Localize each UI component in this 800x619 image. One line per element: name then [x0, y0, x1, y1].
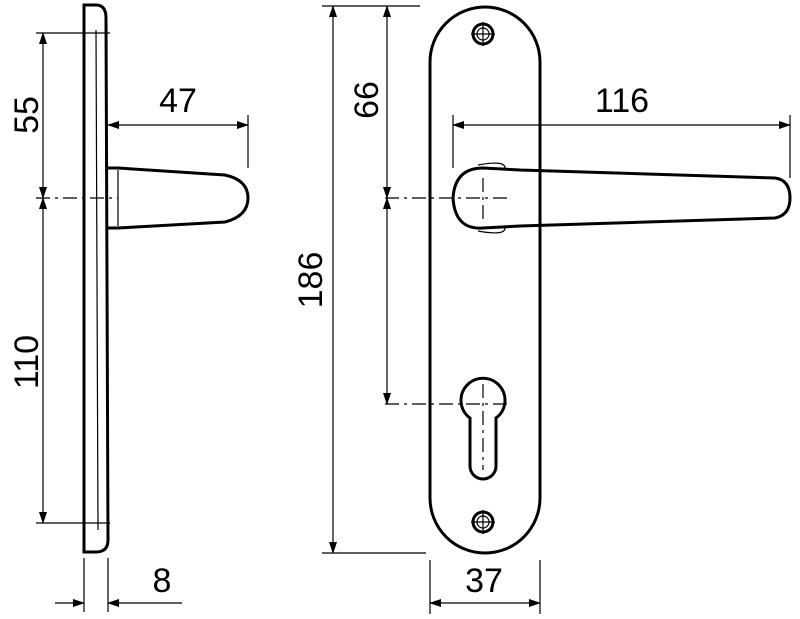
bottom-screw: [471, 510, 495, 534]
dim-lever-projection: 47: [159, 82, 197, 120]
side-lever: [108, 166, 250, 230]
dim-plate-width: 37: [465, 562, 503, 600]
front-lever: [451, 166, 792, 230]
top-screw: [471, 22, 495, 46]
dim-lever-offset: 66: [348, 81, 386, 119]
front-view: 66 186 116 37: [292, 5, 792, 614]
side-view: 55 110 47 8: [8, 3, 250, 612]
dim-side-upper: 55: [8, 96, 46, 134]
dim-side-lower: 110: [8, 335, 46, 389]
dim-plate-length: 186: [292, 252, 330, 309]
dim-plate-thickness: 8: [153, 562, 172, 600]
keyhole: [459, 376, 507, 481]
dim-lever-length: 116: [595, 82, 649, 120]
side-backplate: [82, 3, 110, 554]
front-backplate: [428, 5, 542, 555]
